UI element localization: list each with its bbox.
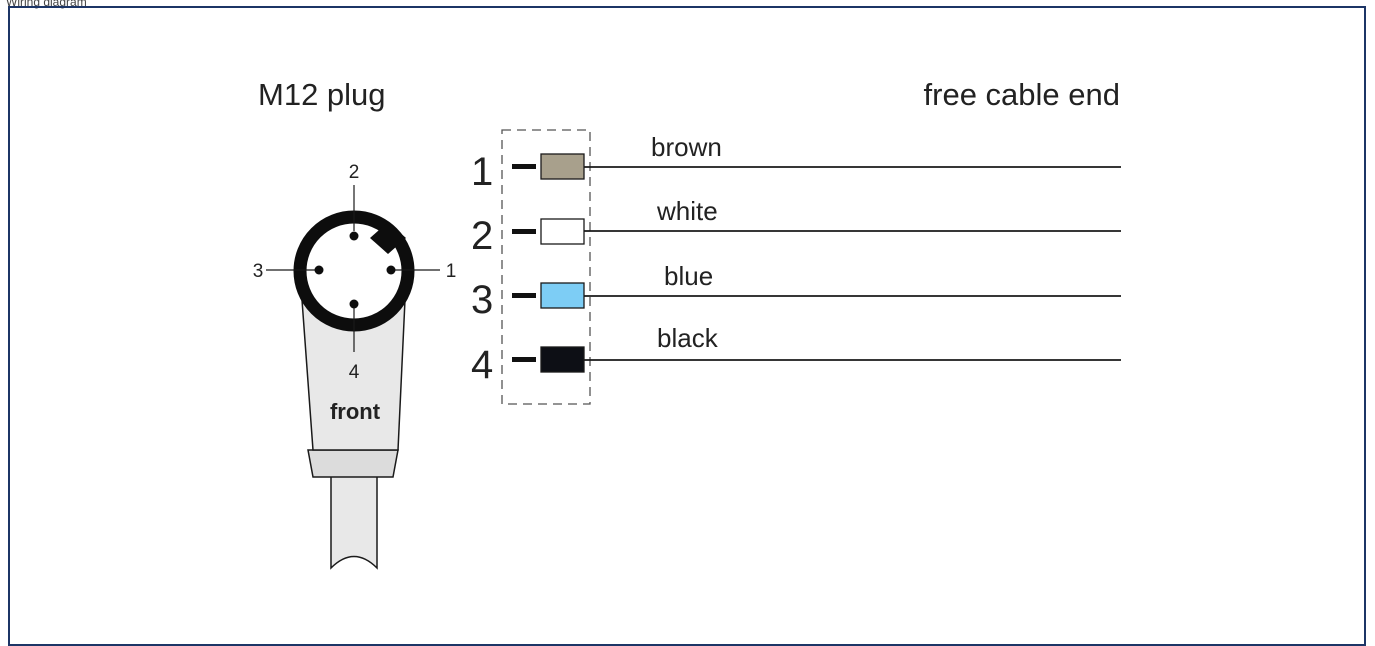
wire-row: 4 black bbox=[471, 323, 1121, 387]
wire-color-swatch bbox=[540, 153, 585, 180]
coding-key bbox=[370, 222, 406, 254]
wire-color-swatch bbox=[540, 282, 585, 309]
wire-row: 2 white bbox=[471, 196, 1121, 258]
strain-relief-collar bbox=[307, 449, 399, 478]
face-pin-1-label: 1 bbox=[446, 261, 457, 282]
wire-color-swatch bbox=[540, 346, 585, 373]
pin-dot-4 bbox=[349, 299, 359, 309]
wiring-diagram: M12 plug free cable end front 2 3 1 4 1 … bbox=[253, 77, 1121, 570]
wire-pin-number: 3 bbox=[471, 278, 493, 322]
face-pin-2-label: 2 bbox=[349, 162, 360, 183]
wire-color-label: black bbox=[657, 323, 719, 353]
pin-stub bbox=[512, 293, 536, 298]
wire-pin-number: 2 bbox=[471, 214, 493, 258]
terminal-box bbox=[501, 129, 591, 405]
pin-stub bbox=[512, 164, 536, 169]
wire-color-label: blue bbox=[664, 261, 713, 291]
pin-dot-3 bbox=[314, 265, 324, 275]
figure-caption: Wiring diagram bbox=[6, 0, 87, 9]
face-pin-3-label: 3 bbox=[253, 261, 264, 282]
pin-stub bbox=[512, 229, 536, 234]
face-pin-4-label: 4 bbox=[349, 362, 360, 383]
plug-face-label: front bbox=[330, 399, 381, 424]
cable-title: free cable end bbox=[924, 77, 1120, 112]
pin-stub bbox=[512, 357, 536, 362]
pin-dot-1 bbox=[386, 265, 396, 275]
plug-title: M12 plug bbox=[258, 77, 386, 112]
wire-row: 3 blue bbox=[471, 261, 1121, 322]
wire-color-label: white bbox=[656, 196, 718, 226]
wire-pin-number: 4 bbox=[471, 343, 493, 387]
connector-face bbox=[266, 185, 440, 352]
cable-body bbox=[330, 475, 378, 570]
wire-row: 1 brown bbox=[471, 132, 1121, 194]
wire-pin-number: 1 bbox=[471, 150, 493, 194]
pin-dot-2 bbox=[349, 231, 359, 241]
wire-color-swatch bbox=[540, 218, 585, 245]
wire-color-label: brown bbox=[651, 132, 722, 162]
